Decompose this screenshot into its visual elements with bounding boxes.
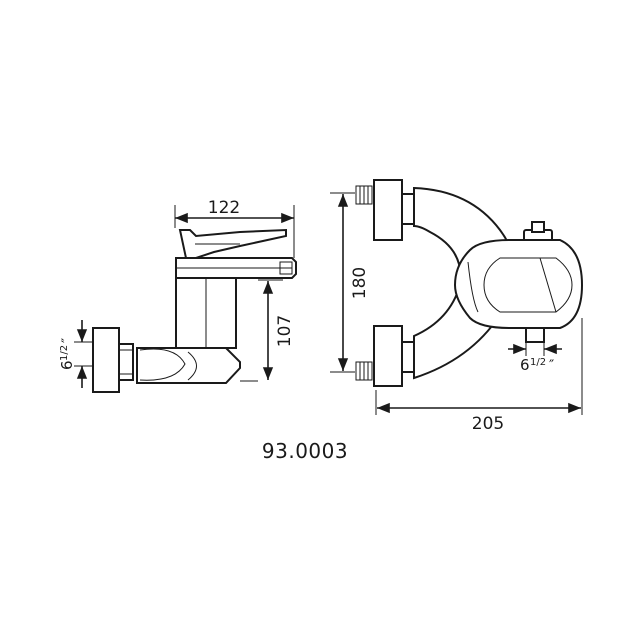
side-lower-body bbox=[136, 347, 241, 384]
front-top-nut bbox=[401, 193, 415, 225]
svg-text:1/2: 1/2 bbox=[530, 357, 546, 368]
front-bottom-hex bbox=[373, 325, 403, 387]
front-outlet bbox=[525, 327, 545, 343]
front-top-knob-cap bbox=[531, 221, 545, 233]
front-top-hex bbox=[373, 179, 403, 241]
side-eccentric-nut bbox=[118, 343, 134, 381]
dim-label-107: 107 bbox=[275, 315, 295, 347]
dim-label-205: 205 bbox=[472, 414, 504, 434]
svg-text:1/2: 1/2 bbox=[59, 345, 70, 361]
thread-label-left: 6 1/2 ″ bbox=[58, 338, 76, 370]
svg-text:″: ″ bbox=[549, 358, 554, 374]
svg-text:6: 6 bbox=[58, 360, 76, 370]
front-bottom-nut bbox=[401, 341, 415, 373]
side-view: 122 107 6 1/2 ″ bbox=[58, 198, 297, 393]
front-main-body bbox=[453, 239, 584, 329]
svg-text:″: ″ bbox=[60, 338, 76, 343]
side-wall-hex bbox=[92, 327, 120, 393]
thread-label-right: 6 1/2 ″ bbox=[520, 356, 554, 374]
dim-label-122: 122 bbox=[208, 198, 240, 218]
front-view: 180 205 6 1/2 ″ bbox=[330, 179, 584, 434]
model-code: 93.0003 bbox=[262, 439, 348, 463]
dim-label-180: 180 bbox=[350, 267, 370, 299]
svg-text:6: 6 bbox=[520, 356, 530, 374]
